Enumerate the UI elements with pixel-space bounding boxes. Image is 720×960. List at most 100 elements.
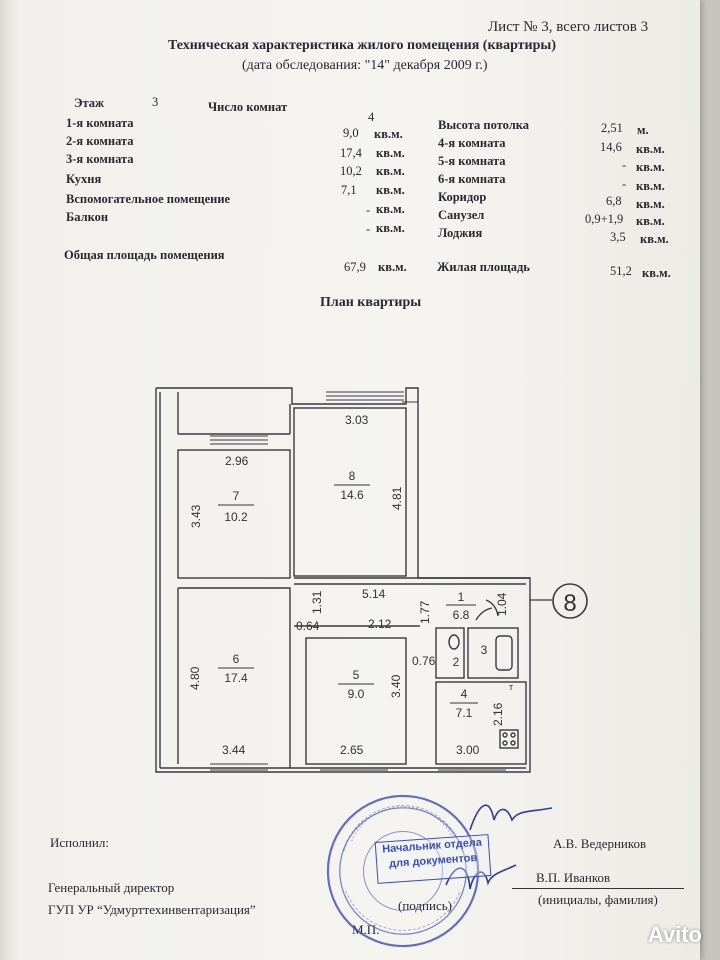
organization-name: ГУП УР “Удмурттехинвентаризация” — [48, 902, 256, 917]
room-2-walls — [435, 627, 465, 679]
room-6-number: 6 — [233, 652, 240, 666]
dim-0-76: 0.76 — [412, 654, 436, 668]
room-1-area: 6.8 — [453, 608, 470, 622]
survey-date: (дата обследования: "14" декабря 2009 г.… — [242, 58, 488, 73]
dim-1-31: 1.31 — [310, 590, 324, 614]
living-area-label: Жилая площадь — [437, 260, 530, 274]
room-5-number: 5 — [353, 668, 360, 682]
balcony-unit: кв.м. — [376, 221, 405, 235]
floor-label: Этаж — [74, 96, 105, 110]
dim-3-00: 3.00 — [456, 743, 480, 757]
dim-5-14: 5.14 — [362, 587, 386, 601]
ceiling-unit: м. — [637, 123, 649, 137]
living-area-unit: кв.м. — [642, 266, 671, 280]
corridor-label: Коридор — [438, 190, 487, 204]
dim-2-12: 2.12 — [368, 617, 392, 631]
loggia-label: Лоджия — [438, 226, 483, 240]
living-area-value: 51,2 — [610, 264, 632, 278]
loggia-value: 3,5 — [610, 230, 626, 244]
room5-value: - — [622, 158, 627, 172]
room5-label: 5-я комната — [438, 154, 506, 168]
bath-label: Санузел — [438, 208, 485, 222]
director-label: Генеральный директор — [48, 880, 175, 895]
dim-3-44: 3.44 — [222, 743, 246, 757]
total-area-value: 67,9 — [344, 260, 366, 274]
apartment-number-circle — [552, 583, 588, 619]
room-8-walls — [293, 407, 407, 577]
ceiling-value: 2,51 — [601, 121, 623, 135]
sheet-number: Лист № 3, всего листов 3 — [488, 19, 649, 35]
page-curl-shadow — [0, 0, 18, 960]
room1-unit: кв.м. — [374, 127, 403, 141]
dim-1-77: 1.77 — [418, 600, 432, 624]
room-7-number: 7 — [233, 489, 240, 503]
aux-unit: кв.м. — [376, 202, 405, 216]
corridor-unit: кв.м. — [636, 197, 665, 211]
dim-4-81: 4.81 — [390, 486, 404, 510]
room4-unit: кв.м. — [636, 142, 665, 156]
room-2-number: 2 — [453, 655, 460, 669]
dim-2-96: 2.96 — [225, 454, 249, 468]
room2-value: 17,4 — [340, 146, 362, 160]
official-stamp — [326, 794, 480, 948]
avito-watermark: Avito — [647, 922, 702, 947]
dim-4-80: 4.80 — [188, 666, 202, 690]
room6-unit: кв.м. — [636, 179, 665, 193]
stove — [499, 729, 519, 749]
rooms-count-value: 4 — [368, 110, 375, 124]
room-4-walls — [435, 681, 527, 765]
room2-unit: кв.м. — [376, 146, 405, 160]
room-6-walls — [178, 587, 291, 768]
performer-label: Исполнил: — [50, 835, 109, 850]
room-4-area: 7.1 — [456, 706, 473, 720]
room3-value: 10,2 — [340, 164, 362, 178]
apartment-number: 8 — [563, 590, 576, 617]
document-page: Лист № 3, всего листов 3 Техническая хар… — [0, 0, 700, 960]
outer-wall — [155, 387, 531, 773]
aux-label: Вспомогательное помещение — [66, 192, 231, 206]
performer-name: А.В. Ведерников — [553, 836, 647, 851]
room2-label: 2-я комната — [66, 134, 134, 148]
dim-0-64: 0.64 — [296, 619, 320, 633]
floor-value: 3 — [152, 95, 159, 109]
kitchen-unit: кв.м. — [376, 183, 405, 197]
dim-3-43: 3.43 — [189, 504, 203, 528]
balcony-label: Балкон — [66, 210, 109, 224]
room-7-walls — [177, 449, 291, 579]
bath-unit: кв.м. — [636, 214, 665, 228]
room-8-area: 14.6 — [340, 488, 364, 502]
room3-label: 3-я комната — [66, 152, 134, 166]
total-area-label: Общая площадь помещения — [64, 248, 225, 262]
mp-label: М.П. — [352, 922, 380, 937]
stamp-box: Начальник отдела для документов — [374, 834, 492, 884]
room4-label: 4-я комната — [438, 136, 506, 150]
toilet — [448, 634, 460, 650]
door-arc — [475, 607, 493, 621]
dim-2-16: 2.16 — [491, 702, 505, 726]
performer-signature — [469, 804, 553, 831]
bath-value: 0,9+1,9 — [585, 212, 624, 226]
dim-3-03: 3.03 — [345, 413, 369, 427]
corridor-value: 6,8 — [606, 194, 622, 208]
director-name-underline — [512, 888, 684, 889]
room6-value: - — [622, 177, 627, 191]
dim-1-04: 1.04 — [495, 592, 509, 616]
room-5-area: 9.0 — [348, 687, 365, 701]
room3-unit: кв.м. — [376, 164, 405, 178]
plan-walls — [155, 387, 531, 773]
room-8-number: 8 — [349, 469, 356, 483]
aux-value: - — [366, 203, 371, 217]
kitchen-value: 7,1 — [341, 183, 357, 197]
kitchen-mark: т — [509, 682, 513, 692]
ceiling-label: Высота потолка — [438, 118, 530, 132]
loggia-unit: кв.м. — [640, 232, 669, 246]
room-7-area: 10.2 — [224, 510, 248, 524]
plan-title: План квартиры — [320, 295, 422, 310]
document-title: Техническая характеристика жилого помеще… — [168, 38, 557, 53]
total-area-unit: кв.м. — [378, 260, 407, 274]
room5-unit: кв.м. — [636, 160, 665, 174]
balcony-value: - — [366, 222, 371, 236]
dim-3-40: 3.40 — [389, 674, 403, 698]
kitchen-label: Кухня — [66, 172, 102, 186]
room-6-area: 17.4 — [224, 671, 248, 685]
